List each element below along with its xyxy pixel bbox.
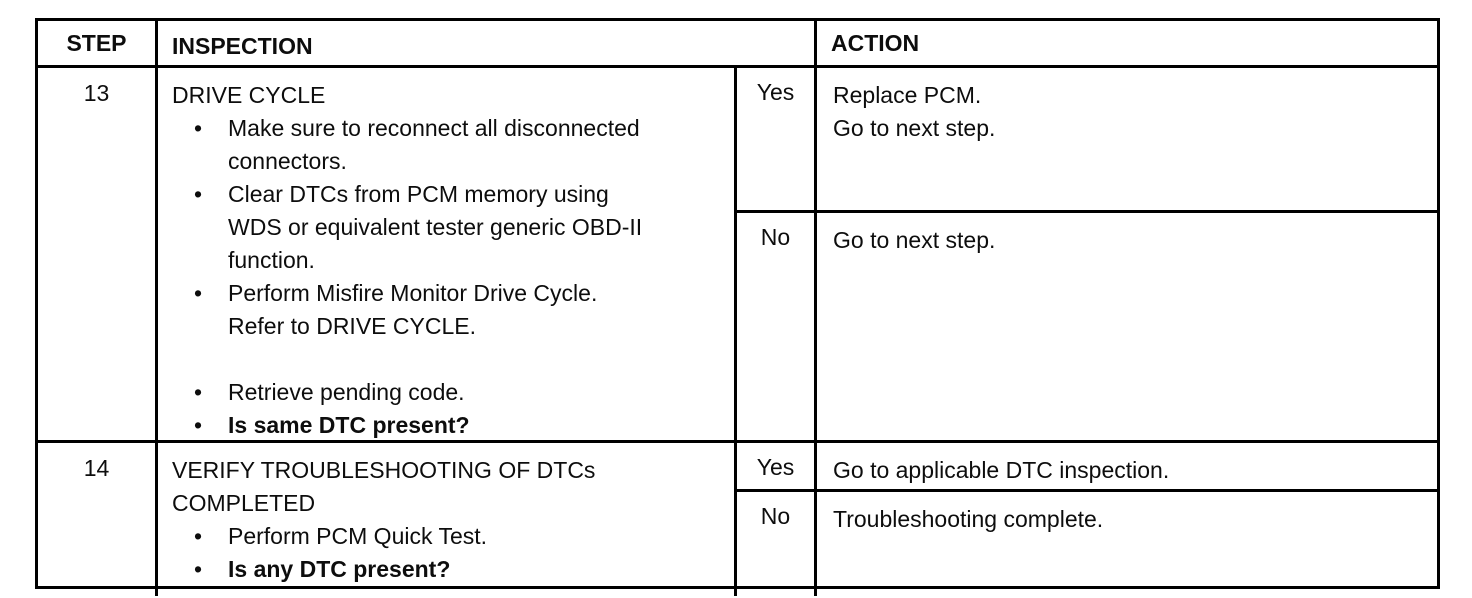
outcome-row-no: No Go to next step. (737, 213, 1437, 440)
bullet-line: Perform PCM Quick Test. (228, 523, 488, 549)
bullet-icon: • (194, 412, 203, 438)
yes-label-cell: Yes (737, 443, 817, 489)
bullet-text: Retrieve pending code. (228, 376, 720, 409)
bullet-line: Clear DTCs from PCM memory using (228, 181, 609, 207)
no-label-cell: No (737, 213, 817, 440)
bullet-line: function. (228, 247, 315, 273)
no-label-cell: No (737, 492, 817, 596)
bullet-icon: • (194, 379, 203, 405)
action-cell: Go to next step. (817, 213, 1437, 440)
outcome-group: Yes Go to applicable DTC inspection. No … (737, 443, 1437, 596)
list-item: • Make sure to reconnect all disconnecte… (172, 112, 720, 178)
table-row-step-13: 13 DRIVE CYCLE • Make sure to reconnect … (38, 68, 1437, 443)
inspection-title: DRIVE CYCLE (172, 82, 326, 108)
bullet-icon: • (194, 523, 203, 549)
bullet-line: connectors. (228, 148, 347, 174)
bullet-icon: • (194, 556, 203, 582)
bullet-text: Perform Misfire Monitor Drive Cycle. Ref… (228, 277, 720, 343)
outcome-group: Yes Replace PCM. Go to next step. No Go … (737, 68, 1437, 440)
bullet-line: Retrieve pending code. (228, 379, 465, 405)
bullet-text-question: Is any DTC present? (228, 553, 720, 586)
troubleshooting-table: STEP INSPECTION ACTION 13 DRIVE CYCLE • … (35, 18, 1440, 596)
bullet-line: WDS or equivalent tester generic OBD-II (228, 214, 643, 240)
action-cell: Replace PCM. Go to next step. (817, 68, 1437, 210)
outcome-row-no: No Troubleshooting complete. (737, 492, 1437, 596)
action-line: Go to next step. (833, 115, 996, 141)
title-line: VERIFY TROUBLESHOOTING OF DTCs (172, 457, 596, 483)
list-item: • Is same DTC present? (172, 409, 720, 442)
list-item: • Perform Misfire Monitor Drive Cycle. R… (172, 277, 720, 343)
outcome-row-yes: Yes Go to applicable DTC inspection. (737, 443, 1437, 492)
yes-label-cell: Yes (737, 68, 817, 210)
list-item: • Is any DTC present? (172, 553, 720, 586)
title-line: COMPLETED (172, 490, 316, 516)
action-line: Go to next step. (833, 227, 996, 253)
header-action: ACTION (831, 30, 920, 56)
table-header-row: STEP INSPECTION ACTION (38, 21, 1437, 68)
outcome-row-yes: Yes Replace PCM. Go to next step. (737, 68, 1437, 213)
list-item: • Retrieve pending code. (172, 376, 720, 409)
action-line: Go to applicable DTC inspection. (833, 457, 1170, 483)
inspection-cell: DRIVE CYCLE • Make sure to reconnect all… (158, 68, 737, 440)
bullet-text-question: Is same DTC present? (228, 409, 720, 442)
bullet-line: Is same DTC present? (228, 412, 470, 438)
bullet-icon: • (194, 280, 203, 306)
bullet-line: Make sure to reconnect all disconnected (228, 115, 640, 141)
header-inspection: INSPECTION (158, 21, 817, 65)
header-step: STEP (38, 21, 158, 65)
step-number-cell: 13 (38, 68, 158, 440)
action-line: Troubleshooting complete. (833, 506, 1104, 532)
bullet-line: Refer to DRIVE CYCLE. (228, 313, 476, 339)
bullet-icon: • (194, 115, 203, 141)
bullet-icon: • (194, 181, 203, 207)
inspection-title: VERIFY TROUBLESHOOTING OF DTCs COMPLETED (172, 454, 720, 520)
bullet-text: Clear DTCs from PCM memory using WDS or … (228, 178, 720, 277)
bullet-text: Make sure to reconnect all disconnected … (228, 112, 720, 178)
bullet-line: Is any DTC present? (228, 556, 451, 582)
action-cell: Go to applicable DTC inspection. (817, 443, 1437, 489)
action-line: Replace PCM. (833, 82, 982, 108)
table-row-step-14: 14 VERIFY TROUBLESHOOTING OF DTCs COMPLE… (38, 443, 1437, 596)
step-number-cell: 14 (38, 443, 158, 596)
bullet-line: Perform Misfire Monitor Drive Cycle. (228, 280, 598, 306)
list-item: • Perform PCM Quick Test. (172, 520, 720, 553)
bullet-text: Perform PCM Quick Test. (228, 520, 720, 553)
inspection-cell: VERIFY TROUBLESHOOTING OF DTCs COMPLETED… (158, 443, 737, 596)
list-item: • Clear DTCs from PCM memory using WDS o… (172, 178, 720, 277)
action-cell: Troubleshooting complete. (817, 492, 1437, 596)
